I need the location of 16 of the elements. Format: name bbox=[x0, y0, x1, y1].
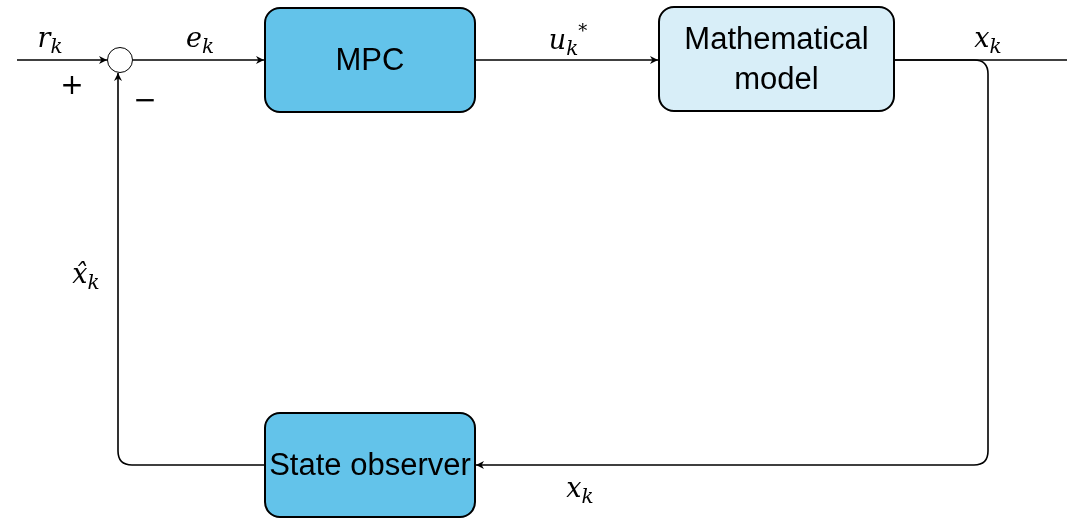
summing-junction bbox=[107, 47, 133, 73]
arrow bbox=[114, 72, 265, 466]
arrow bbox=[475, 59, 989, 469]
sign-label: + bbox=[60, 71, 84, 99]
process-box: MPC bbox=[264, 7, 476, 113]
signal-label: x$_{k}$ bbox=[566, 474, 594, 506]
process-box: Mathematical model bbox=[658, 6, 895, 112]
process-box: State observer bbox=[264, 412, 476, 518]
signal-label: e$_{k}$ bbox=[185, 24, 215, 56]
arrow bbox=[16, 56, 108, 64]
arrow bbox=[132, 56, 265, 64]
sign-label: − bbox=[133, 86, 157, 114]
arrow bbox=[475, 56, 659, 64]
signal-label: x$_{k}$ bbox=[974, 24, 1002, 56]
signal-label: r$_{k}$ bbox=[37, 24, 63, 56]
signal-label: x̂$_{k}$ bbox=[72, 260, 100, 292]
